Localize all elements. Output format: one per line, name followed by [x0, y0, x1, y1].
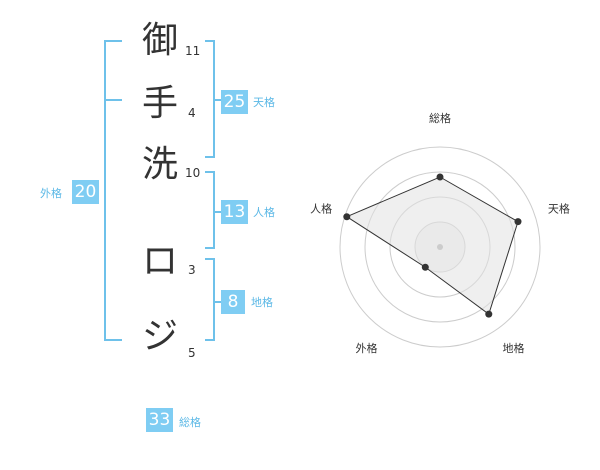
radar-point-2	[514, 218, 522, 226]
tenkaku-bracket-bottom	[205, 156, 215, 158]
name-char-4: ロ	[141, 241, 178, 282]
gaikaku-label: 外格	[40, 187, 62, 200]
gaikaku-bracket-bottom	[104, 339, 122, 341]
gaikaku-bracket-mid	[104, 99, 122, 101]
stroke-count-4: 3	[188, 263, 196, 277]
radar-center	[437, 244, 443, 250]
chikaku-bracket-top	[205, 258, 215, 260]
radar-ring	[339, 146, 541, 348]
jinkaku-bracket-top	[205, 171, 215, 173]
jinkaku-label: 人格	[253, 206, 275, 219]
tenkaku-bracket-tick	[213, 99, 221, 101]
name-char-2: 手	[141, 83, 178, 124]
stroke-count-2: 4	[188, 106, 196, 120]
tenkaku-label: 天格	[253, 96, 275, 109]
radar-axis-label-1: 総格	[429, 111, 451, 125]
stroke-count-3: 10	[185, 166, 201, 180]
soukaku-value-badge: 33	[146, 408, 173, 432]
radar-polygon	[345, 176, 519, 315]
jinkaku-bracket-tick	[213, 211, 221, 213]
name-char-3: 洗	[141, 144, 178, 185]
jinkaku-bracket-bottom	[205, 247, 215, 249]
stroke-count-5: 5	[188, 346, 196, 360]
chikaku-bracket-tick	[213, 301, 221, 303]
jinkaku-bracket	[213, 171, 215, 249]
radar-ring	[364, 171, 516, 323]
chikaku-label: 地格	[251, 296, 273, 309]
name-char-1: 御	[141, 20, 178, 61]
radar-point-5	[343, 213, 351, 221]
tenkaku-value-badge: 25	[221, 90, 248, 114]
name-char-5: ジ	[141, 316, 178, 357]
gaikaku-value-badge: 20	[72, 180, 99, 204]
radar-axis-label-4: 外格	[356, 341, 378, 355]
stroke-count-1: 11	[185, 44, 201, 58]
radar-axis-label-2: 天格	[548, 201, 570, 215]
gaikaku-bracket-top	[104, 40, 122, 42]
gaikaku-bracket	[104, 40, 106, 341]
radar-point-4	[421, 263, 429, 271]
radar-axis-label-5: 人格	[310, 201, 332, 215]
radar-point-3	[485, 310, 493, 318]
soukaku-label: 総格	[179, 416, 201, 429]
chikaku-value-badge: 8	[221, 290, 245, 314]
chikaku-bracket	[213, 258, 215, 341]
jinkaku-value-badge: 13	[221, 200, 248, 224]
chikaku-bracket-bottom	[205, 339, 215, 341]
radar-point-1	[436, 173, 444, 181]
radar-axis-label-3: 地格	[502, 341, 524, 355]
tenkaku-bracket-top	[205, 40, 215, 42]
